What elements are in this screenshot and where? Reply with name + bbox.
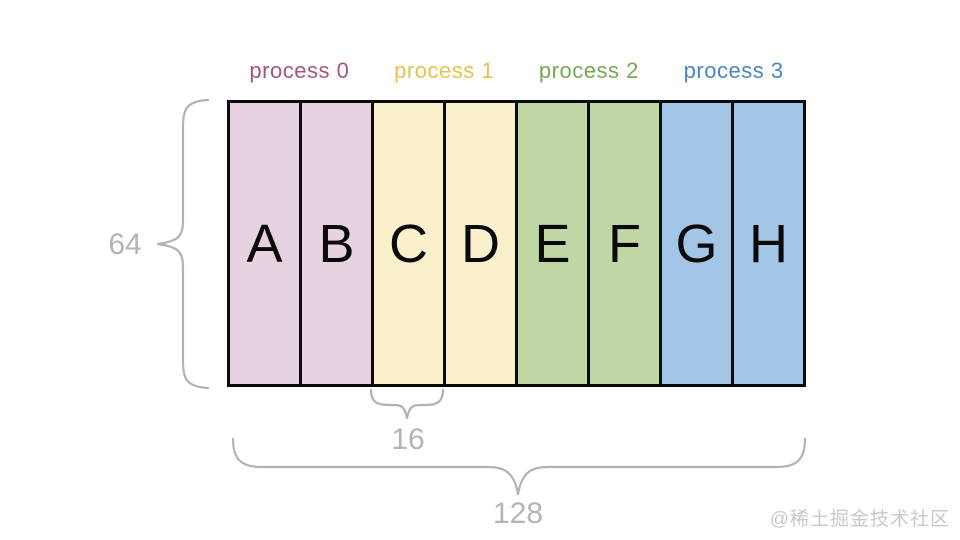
cell-letter-h: H	[749, 213, 788, 274]
process-0-label: process 0	[249, 58, 350, 83]
cell-letter-g: G	[675, 213, 718, 274]
process-labels-row: process 0 process 1 process 2 process 3	[227, 57, 806, 85]
memory-cell-c: C	[374, 103, 446, 384]
total-width-brace	[231, 437, 807, 496]
memory-cell-b: B	[302, 103, 374, 384]
memory-cell-g: G	[662, 103, 734, 384]
memory-cell-e: E	[518, 103, 590, 384]
memory-cell-a: A	[230, 103, 302, 384]
total-width-measure-label: 128	[492, 497, 544, 530]
cell-letter-e: E	[534, 213, 571, 274]
cell-letter-d: D	[461, 213, 500, 274]
left-height-brace	[156, 98, 210, 390]
cell-letter-f: F	[608, 213, 641, 274]
cell-width-measure-label: 16	[391, 423, 425, 456]
memory-cell-f: F	[590, 103, 662, 384]
process-2-label: process 2	[538, 58, 639, 83]
cell-letter-c: C	[389, 213, 428, 274]
process-3-label: process 3	[683, 58, 784, 83]
memory-block: A B C D E F G H	[227, 100, 806, 387]
watermark-text: @稀土掘金技术社区	[769, 509, 950, 530]
memory-cell-d: D	[446, 103, 518, 384]
cell-letter-a: A	[246, 213, 283, 274]
memory-cell-h: H	[734, 103, 803, 384]
process-1-label: process 1	[394, 58, 495, 83]
height-measure-label: 64	[108, 228, 142, 261]
cell-letter-b: B	[318, 213, 355, 274]
cell-width-brace	[369, 388, 445, 420]
